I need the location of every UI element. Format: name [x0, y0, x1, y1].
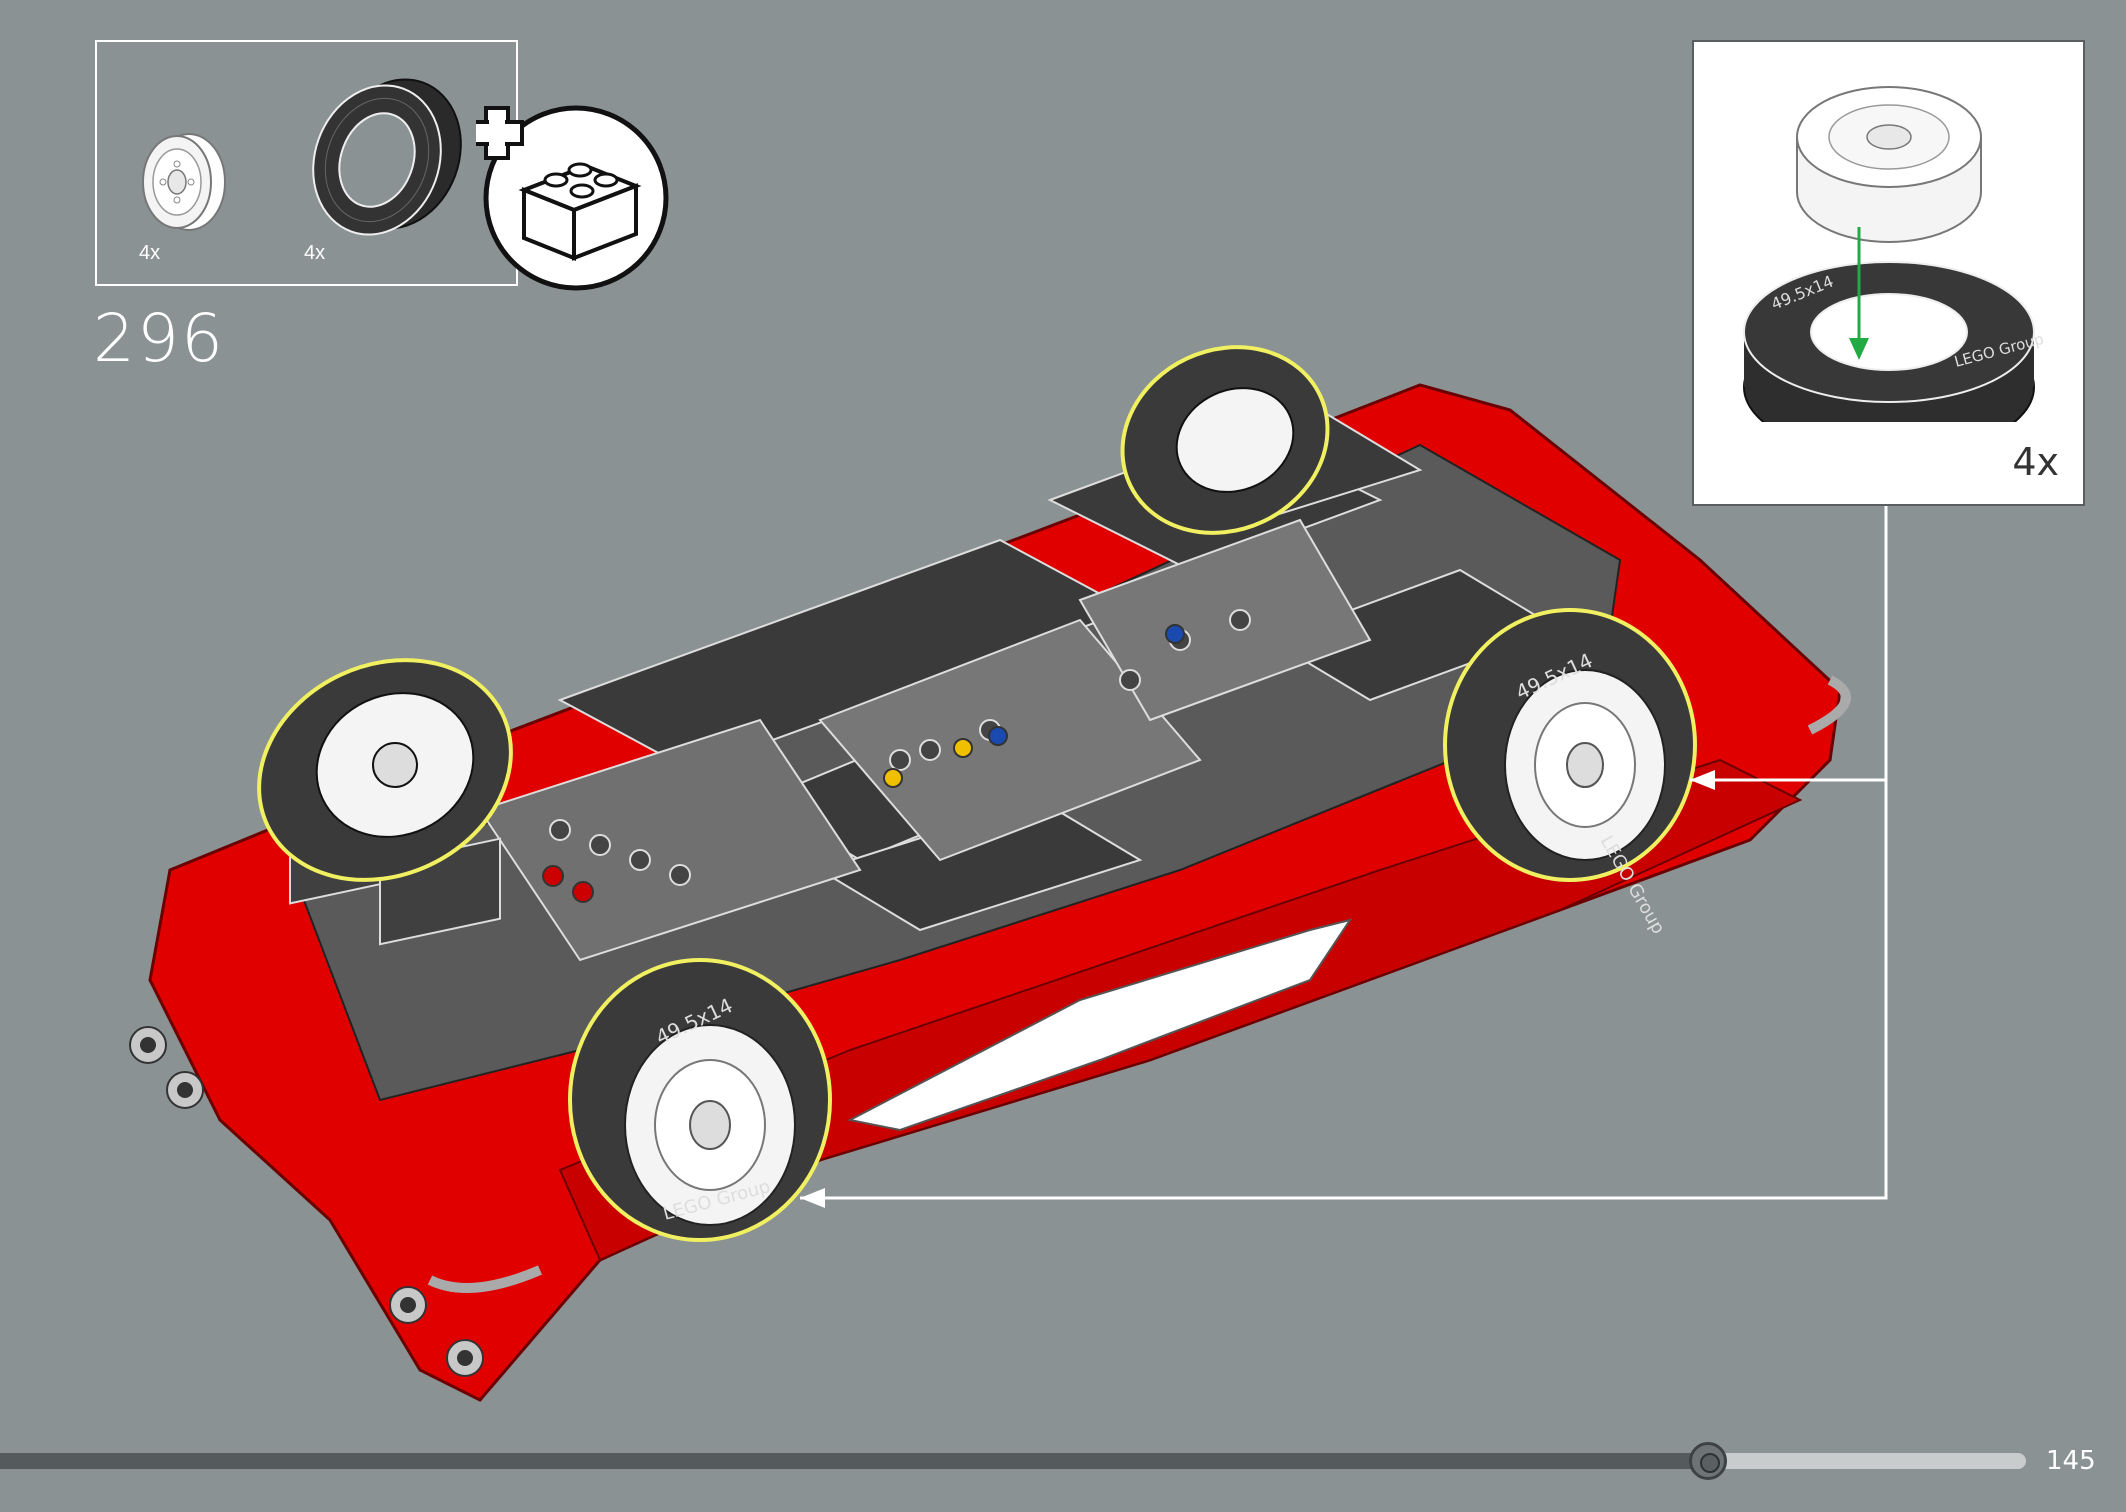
wheel-rim-quantity: 4x — [139, 242, 161, 264]
plus-brick-icon — [476, 105, 669, 291]
parts-list: 4x 4x — [95, 40, 518, 286]
tire-icon — [312, 78, 462, 236]
wheel-front-right: 49.5x14 LEGO Group — [1443, 608, 1697, 938]
wheel-into-tire-illustration: 49.5x14 LEGO Group — [1743, 86, 2046, 422]
progress-fill — [0, 1453, 1707, 1469]
progress-marker — [1689, 1442, 1727, 1480]
page-number: 145 — [2046, 1446, 2096, 1476]
wheel-front-left: 49.5x14 LEGO Group — [568, 958, 832, 1242]
wheel-rim-icon — [142, 133, 226, 231]
callout-quantity: 4x — [2012, 440, 2059, 484]
step-number: 296 — [93, 300, 225, 377]
wheel-rear-right — [1120, 345, 1330, 535]
progress-bar — [0, 1453, 2026, 1469]
wheel-rear-left — [257, 658, 513, 882]
tire-quantity: 4x — [304, 242, 326, 264]
callout-box: 49.5x14 LEGO Group 4x — [1692, 40, 2085, 506]
